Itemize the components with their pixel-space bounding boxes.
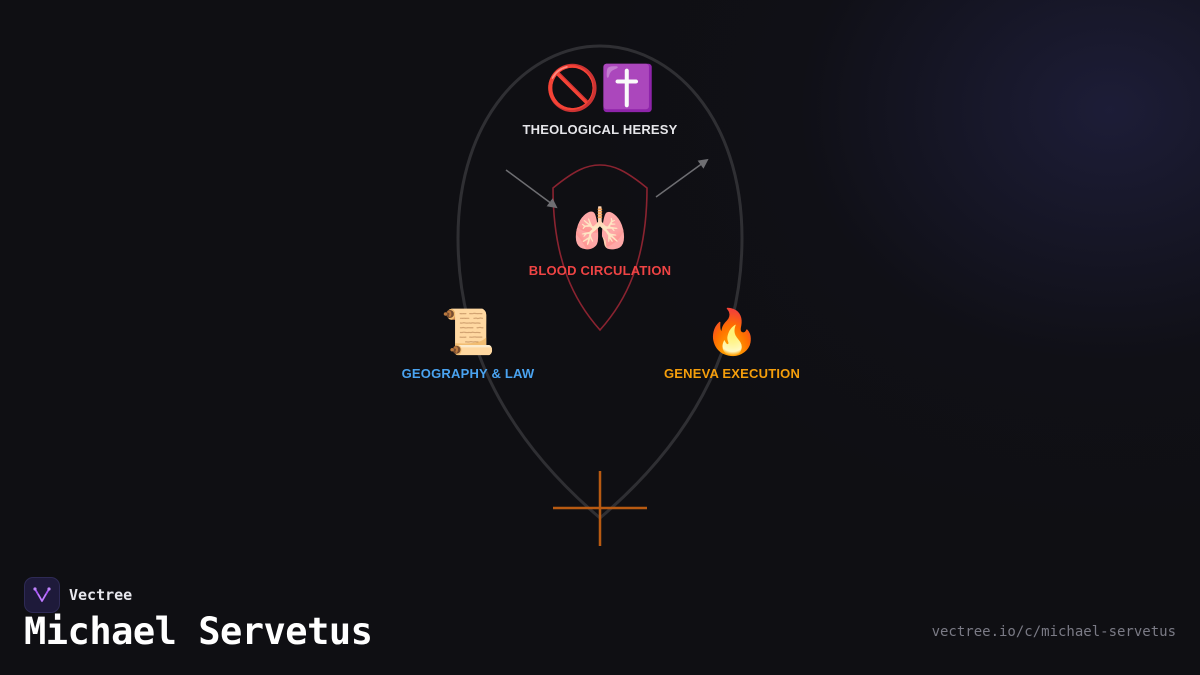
node-label: GENEVA EXECUTION <box>663 366 801 381</box>
node-geneva-execution: 🔥 GENEVA EXECUTION <box>663 307 801 382</box>
outer-drop-outline <box>456 44 744 520</box>
node-label: GEOGRAPHY & LAW <box>401 366 535 381</box>
vectree-logo-icon <box>24 577 60 613</box>
node-label: BLOOD CIRCULATION <box>528 263 672 278</box>
node-blood-circulation: 🫁 BLOOD CIRCULATION <box>528 204 672 279</box>
brand[interactable]: Vectree <box>24 577 132 613</box>
prohibited-cross-icon: 🚫✝️ <box>545 63 655 114</box>
brand-name: Vectree <box>69 586 133 604</box>
arrow-into-circulation <box>505 169 558 209</box>
fire-icon: 🔥 <box>704 307 760 358</box>
scroll-icon: 📜 <box>440 307 496 358</box>
lungs-icon: 🫁 <box>572 204 628 255</box>
page-url[interactable]: vectree.io/c/michael-servetus <box>931 624 1176 640</box>
arrow-out-of-circulation <box>655 158 709 198</box>
node-label: THEOLOGICAL HERESY <box>522 122 678 137</box>
node-theological-heresy: 🚫✝️ THEOLOGICAL HERESY <box>522 63 678 138</box>
inner-shield-outline <box>552 164 648 332</box>
node-geography-law: 📜 GEOGRAPHY & LAW <box>401 307 535 382</box>
page-title: Michael Servetus <box>24 610 373 653</box>
